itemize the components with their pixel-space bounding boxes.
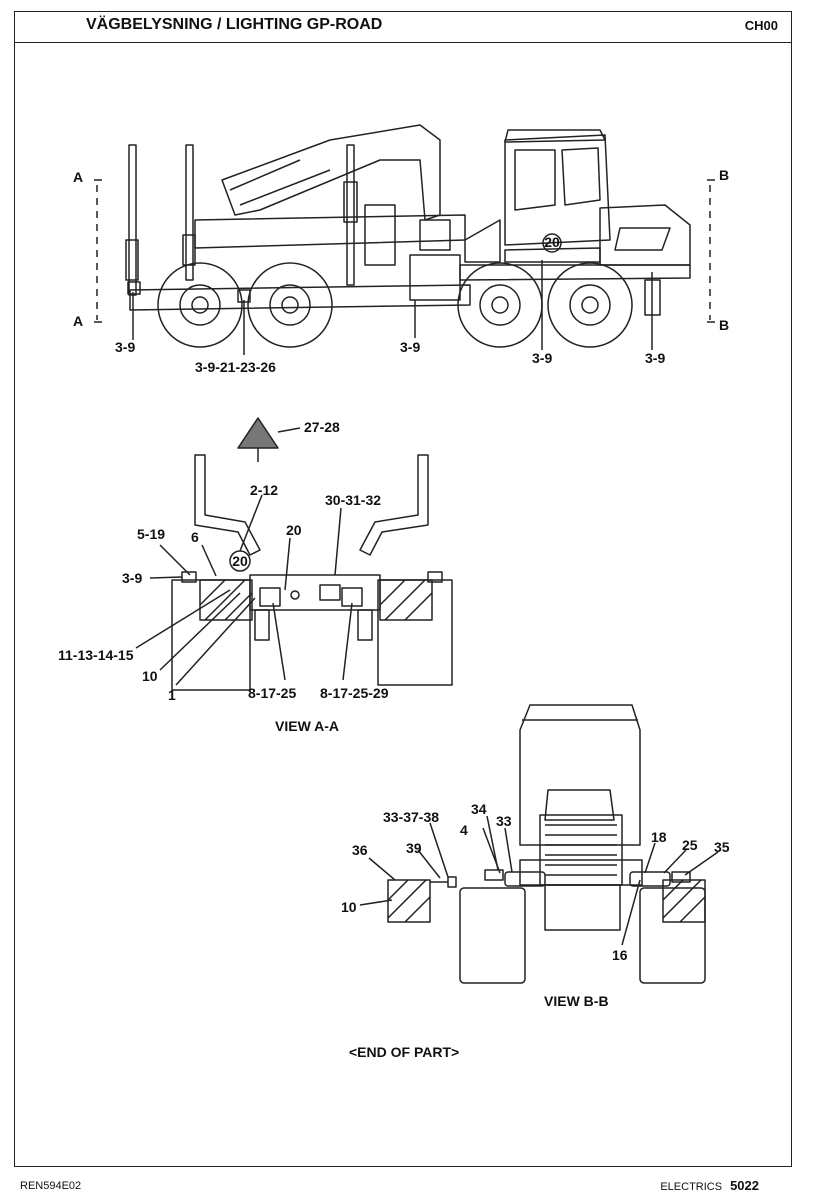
- side-label: 3-9: [532, 350, 552, 366]
- marker-b-top: B: [719, 167, 729, 183]
- b-label: 33: [496, 813, 512, 829]
- b-label: 33-37-38: [383, 809, 439, 825]
- a-label: 8-17-25-29: [320, 685, 389, 701]
- a-label: 1: [168, 687, 176, 703]
- marker-a-top: A: [73, 169, 83, 185]
- b-label: 4: [460, 822, 468, 838]
- b-label: 10: [341, 899, 357, 915]
- b-label: 25: [682, 837, 698, 853]
- side-label: 3-9: [115, 339, 135, 355]
- marker-b-bottom: B: [719, 317, 729, 333]
- page-header: VÄGBELYSNING / LIGHTING GP-ROAD CH00: [14, 11, 792, 43]
- a-label: 2-12: [250, 482, 278, 498]
- view-b-assembly: [387, 704, 706, 984]
- b-label: 34: [471, 801, 487, 817]
- page-frame: [14, 11, 792, 1167]
- side-label: 3-9-21-23-26: [195, 359, 276, 375]
- b-label: 16: [612, 947, 628, 963]
- a-label: 8-17-25: [248, 685, 296, 701]
- page-number: 5022: [730, 1178, 759, 1193]
- side-badge: 20: [544, 234, 560, 250]
- side-label: 3-9: [645, 350, 665, 366]
- a-label: 10: [142, 668, 158, 684]
- a-label: 6: [191, 529, 199, 545]
- side-label: 3-9: [400, 339, 420, 355]
- doc-id: REN594E02: [20, 1180, 82, 1192]
- end-of-part-note: <END OF PART>: [349, 1044, 459, 1060]
- footer-section: ELECTRICS 5022: [660, 1178, 759, 1193]
- a-label: 30-31-32: [325, 492, 381, 508]
- a-badge: 20: [232, 553, 248, 569]
- view-a-caption: VIEW A-A: [275, 718, 339, 734]
- b-label: 35: [714, 839, 730, 855]
- section-name: ELECTRICS: [660, 1181, 723, 1193]
- marker-a-bottom: A: [73, 313, 83, 329]
- page-title: VÄGBELYSNING / LIGHTING GP-ROAD: [86, 16, 383, 33]
- a-label: 20: [286, 522, 302, 538]
- a-label: 27-28: [304, 419, 340, 435]
- b-label: 18: [651, 829, 667, 845]
- badge-circle-side: [542, 233, 562, 253]
- b-label: 36: [352, 842, 368, 858]
- b-label: 39: [406, 840, 422, 856]
- section-lines: [96, 185, 711, 320]
- a-label: 11-13-14-15: [58, 647, 134, 663]
- view-a-assembly: [171, 417, 453, 691]
- side-view-machine: [125, 124, 691, 348]
- view-b-caption: VIEW B-B: [544, 993, 609, 1009]
- a-label: 3-9: [122, 570, 142, 586]
- section-code: CH00: [744, 18, 778, 33]
- a-label: 5-19: [137, 526, 165, 542]
